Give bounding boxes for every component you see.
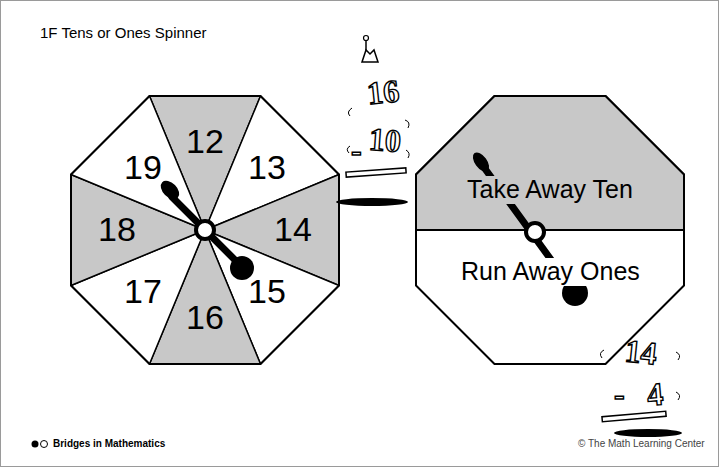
spinner-wedge: 14 [274, 211, 312, 248]
spinner-wedge: 13 [248, 149, 286, 186]
spinner-wedge: 12 [186, 123, 224, 160]
octagon-outline [71, 96, 339, 364]
spinner-wedge: 16 [186, 299, 224, 336]
spinner-wedge: 19 [124, 149, 162, 186]
spinner-half: Take Away Ten [463, 176, 637, 204]
number-character-decoration [336, 36, 409, 207]
spinner-number: 13 [248, 149, 286, 186]
spinner-half: Run Away Ones [457, 258, 644, 286]
spinner-label: Take Away Ten [463, 176, 637, 204]
spinner-wedge: 17 [124, 273, 162, 310]
footer-text: © The Math Learning Center [578, 439, 705, 449]
decorative-number: 16 [365, 74, 400, 109]
spinner-wedge: 15 [248, 273, 286, 310]
spinner-number: 14 [274, 211, 312, 248]
spinner-number: 19 [124, 149, 162, 186]
spinner-number: 15 [248, 273, 286, 310]
decorative-number: 14 [623, 334, 658, 369]
spinner-number: 12 [186, 123, 224, 160]
decorative-number: 4 [646, 377, 665, 410]
spinner-wedge: 18 [98, 211, 136, 248]
spinner-needle [157, 177, 254, 280]
decorative-number: - [614, 378, 625, 410]
decorative-number: 10 [368, 123, 402, 157]
spinner-number: 18 [98, 211, 136, 248]
spinner-number: 16 [186, 299, 224, 336]
page-title: 1F Tens or Ones Spinner [40, 24, 206, 41]
operation-spinner [416, 96, 684, 364]
number-spinner [71, 96, 339, 364]
spinner-number: 17 [124, 273, 162, 310]
footer-text: Bridges in Mathematics [53, 439, 165, 449]
publisher-logo [32, 441, 48, 448]
decorative-number: - [351, 134, 362, 166]
spinner-label: Run Away Ones [457, 258, 644, 286]
